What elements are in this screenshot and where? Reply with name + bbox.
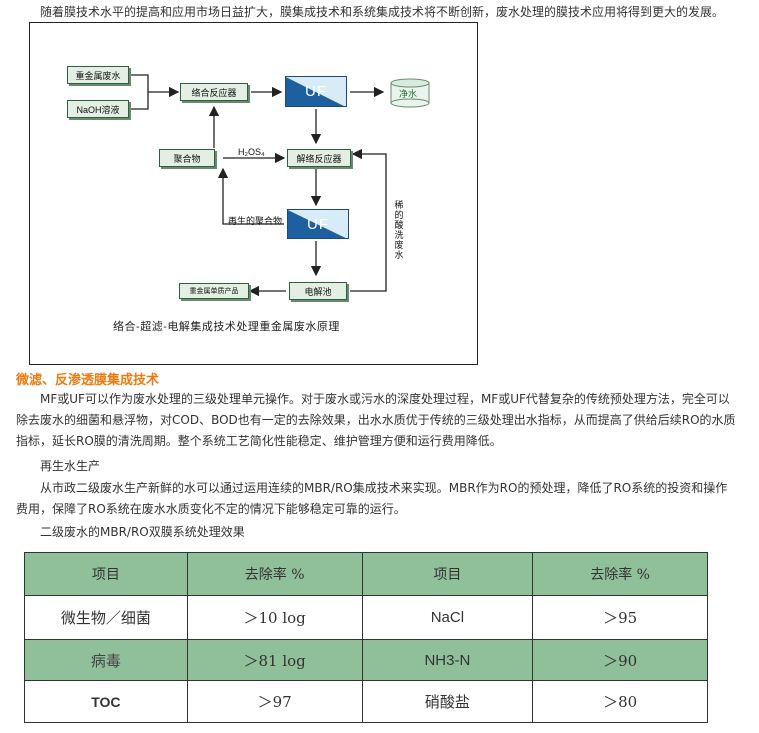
clean-water-label: 净水 [399,90,418,100]
header-cell: 去除率 % [532,552,708,596]
paragraph-mf-uf: MF或UF可以作为废水处理的三级处理单元操作。对于废水或污水的深度处理过程，MF… [16,392,736,448]
header-cell: 项目 [361,552,534,596]
h2os4-label: H₂OS₄ [238,147,265,157]
regenerated-polymer-label: 再生的聚合物 [228,217,283,227]
table-cell: 硝酸盐 [361,680,534,723]
tank-icon [390,78,430,108]
table-cell: ＞80 [532,680,708,723]
table-cell: ＞90 [532,639,708,681]
table-title: 二级废水的MBR/RO双膜系统处理效果 [40,525,245,539]
section-heading: 微滤、反渗透膜集成技术 [16,373,160,388]
table-row: TOC ＞97 硝酸盐 ＞80 [24,680,708,723]
uf-membrane-2: UF [287,209,349,239]
box-naoh-solution: NaOH溶液 [67,100,129,118]
clean-water-tank: 净水 [390,78,430,108]
paragraph-mbr-ro: 从市政二级废水生产新鲜的水可以通过运用连续的MBR/RO集成技术来实现。MBR作… [16,481,728,516]
table-row: 病毒 ＞81 log NH3-N ＞90 [24,639,708,681]
subheading-reclaimed-water: 再生水生产 [40,459,101,473]
box-complex-reactor: 络合反应器 [180,83,248,101]
box-heavy-metal-wastewater: 重金属废水 [67,66,129,84]
table-cell: NaCl [361,595,534,640]
table-cell: ＞81 log [186,639,363,681]
box-electrolysis-cell: 电解池 [289,282,347,300]
box-heavy-metal-product: 重金属单质产品 [179,283,249,299]
process-diagram: 重金属废水 NaOH溶液 络合反应器 UF 净水 聚合物 H₂OS₄ 解络反应器… [29,22,478,365]
table-row: 微生物／细菌 ＞10 log NaCl ＞95 [24,595,708,640]
table-cell: ＞10 log [186,595,363,640]
results-table: 项目 去除率 % 项目 去除率 % 微生物／细菌 ＞10 log NaCl ＞9… [24,552,708,723]
header-cell: 去除率 % [186,552,363,596]
table-cell: NH3-N [361,639,534,681]
uf-label-1: UF [305,83,327,100]
box-decomplex-reactor: 解络反应器 [287,149,351,167]
uf-membrane-1: UF [285,76,347,107]
diagram-arrows [130,74,387,297]
table-cell: 微生物／细菌 [24,595,188,640]
table-cell: ＞97 [186,680,363,723]
dilute-acid-wash-label: 稀的酸洗废水 [394,201,404,261]
table-cell: 病毒 [24,639,188,681]
table-cell: TOC [24,680,188,723]
uf-label-2: UF [307,215,329,233]
table-cell: ＞95 [532,595,708,640]
header-cell: 项目 [24,552,188,596]
box-polymer: 聚合物 [159,149,215,167]
diagram-caption: 络合-超滤-电解集成技术处理重金属废水原理 [113,320,340,333]
table-header-row: 项目 去除率 % 项目 去除率 % [24,552,708,596]
intro-paragraph: 随着膜技术水平的提高和应用市场日益扩大，膜集成技术和系统集成技术将不断创新，废水… [40,5,725,19]
